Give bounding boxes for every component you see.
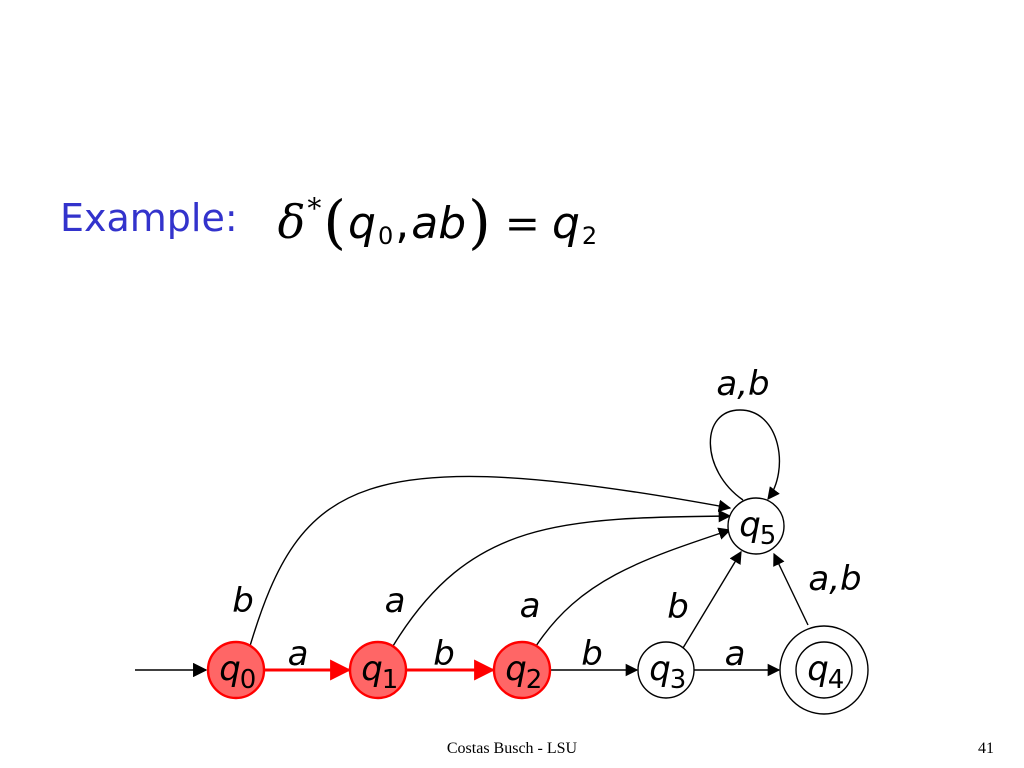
state-circle	[206, 640, 266, 700]
state-subscript: 3	[670, 665, 687, 695]
state-subscript: 4	[828, 665, 845, 695]
transition-q1-q5	[392, 509, 732, 647]
state-circle	[348, 640, 408, 700]
transition-label-q4-q5: a,b	[808, 559, 861, 599]
state-label: q	[649, 649, 671, 689]
state-label: q	[505, 649, 527, 689]
state-q2: q2	[492, 640, 552, 700]
state-circle	[637, 641, 695, 699]
formula-input: ab	[411, 198, 467, 249]
example-label: Example:	[60, 196, 238, 240]
transition-label-q3-q5: b	[667, 587, 689, 627]
state-label: q	[219, 649, 241, 689]
formula-equals: =	[504, 199, 540, 248]
transition-label-q0-q1: a	[288, 634, 309, 674]
state-q5: q5	[727, 497, 785, 555]
formula-comma: ,	[395, 198, 410, 249]
formula-star: *	[307, 192, 322, 225]
state-q4: q4	[779, 625, 869, 715]
state-label: q	[807, 649, 829, 689]
page-number: 41	[978, 740, 994, 757]
footer-author: Costas Busch - LSU	[446, 740, 578, 757]
transition-q0-q5	[249, 475, 732, 647]
transition-label-q2-q5: a	[520, 586, 541, 626]
extended-transition-formula: δ * ( q0 , ab ) = q2	[277, 184, 598, 256]
state-circle	[795, 641, 853, 699]
transition-q2-q5	[535, 527, 732, 647]
transition-label-q1-q5: a	[385, 581, 406, 621]
slide-title-row: Example: δ * ( q0 , ab ) = q2	[60, 178, 597, 258]
transition-q3-q5	[682, 550, 742, 649]
transition-label-q3-q4: a	[725, 634, 746, 674]
state-subscript: 0	[240, 665, 257, 695]
state-label: q	[361, 649, 383, 689]
formula-state: q0	[348, 198, 394, 250]
state-subscript: 2	[526, 665, 543, 695]
state-q3: q3	[637, 641, 695, 699]
state-subscript: 1	[382, 665, 399, 695]
state-subscript: 5	[760, 521, 777, 551]
state-q1: q1	[348, 640, 408, 700]
formula-close-paren: )	[468, 188, 491, 256]
transition-label-q0-q5: b	[232, 581, 254, 621]
transition-label-q2-q3: b	[581, 634, 603, 674]
state-q0: q0	[206, 640, 266, 700]
transition-q4-q5	[773, 552, 809, 626]
formula-result: q2	[551, 198, 598, 250]
formula-delta: δ	[277, 195, 306, 249]
state-circle	[492, 640, 552, 700]
state-label: q	[739, 505, 761, 545]
transition-q5-q5	[709, 409, 781, 501]
transition-label-q1-q2: b	[433, 634, 455, 674]
formula-open-paren: (	[323, 188, 347, 256]
slide-footer: Costas Busch - LSU 41	[0, 740, 1024, 762]
state-circle	[727, 497, 785, 555]
transition-label-q5-q5: a,b	[716, 364, 769, 404]
